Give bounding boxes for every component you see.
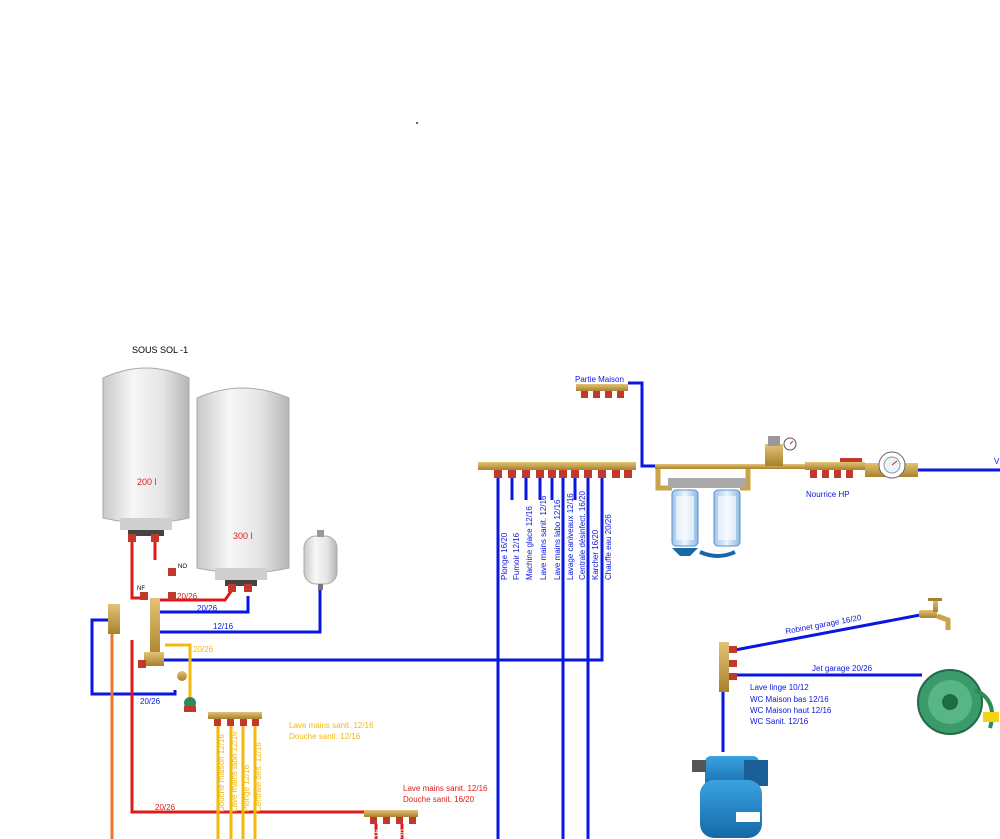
water-heater-200: 200 l [102, 367, 190, 536]
pipe-size-label: 20/26 [177, 592, 198, 601]
outlet-label: Chauffe eau 20/26 [604, 514, 613, 580]
mixing-manifold [108, 598, 196, 712]
pipe-size-label: 20/26 [197, 604, 218, 613]
garage-list-item: WC Sanit. 12/16 [750, 717, 809, 726]
tank-capacity-label: 300 l [233, 531, 253, 541]
yellow-note: Lave mains sanit. 12/16 [289, 721, 374, 730]
filter-assembly [655, 464, 805, 558]
red-outlet-label: 16 [373, 829, 382, 838]
red-outlet-label: 20 [399, 829, 408, 838]
blue-pipes [90, 381, 1000, 839]
yellow-pipes [165, 643, 257, 839]
outlet-label: Lave mains sanit. 12/16 [539, 495, 548, 580]
water-heater-300: 300 l [196, 387, 290, 586]
pump-icon [692, 756, 768, 838]
pipe-size-label: 20/26 [155, 803, 176, 812]
valve-label-no: NO [178, 564, 187, 570]
pipe-size-label: 12/16 [213, 622, 234, 631]
hose-reel-icon [917, 669, 999, 735]
yellow-manifold [208, 712, 262, 726]
garage-list-item: WC Maison haut 12/16 [750, 706, 832, 715]
high-pressure-manifold: Nourrice HP [805, 458, 865, 499]
main-manifold-labels: Plonge 16/20 Fumoir 12/16 Machine glace … [500, 491, 613, 580]
expansion-vessel [303, 530, 338, 590]
tank-capacity-label: 200 l [137, 477, 157, 487]
garage-jet-label: Jet garage 20/26 [812, 664, 873, 673]
yellow-outlet-label: Centrale des. 12/16 [254, 742, 263, 812]
pressure-reducer [765, 436, 797, 466]
outlet-label: Fumoir 12/16 [512, 532, 521, 580]
yellow-outlet-label: Lave mains labo 12/16 [230, 731, 239, 812]
yellow-outlet-label: Douche maison 12/16 [217, 734, 226, 812]
red-manifold [364, 810, 418, 824]
valve-label-nf: NF [137, 586, 145, 592]
yellow-outlet-label: Plonge 12/16 [242, 764, 251, 812]
outlet-label: Centrale désinfect. 16/20 [578, 491, 587, 580]
red-pipes [130, 540, 368, 814]
garage-manifold [719, 642, 737, 692]
outlet-label: Lavage caniveaux 12/16 [566, 493, 575, 580]
red-note: Lave mains sanit. 12/16 [403, 784, 488, 793]
nourrice-label: Nourrice HP [806, 490, 850, 499]
tank-valves: NF NO [128, 534, 252, 600]
edge-label: V [994, 457, 1000, 466]
pipe-size-label: 20/26 [140, 697, 161, 706]
house-label: Partie Maison [575, 375, 624, 384]
yellow-note: Douche sanit. 12/16 [289, 732, 361, 741]
main-manifold [478, 462, 636, 478]
house-manifold: Partie Maison [575, 375, 628, 398]
outlet-label: Machine glace 12/16 [525, 506, 534, 580]
red-note: Douche sanit. 16/20 [403, 795, 475, 804]
floor-title: SOUS SOL -1 [132, 345, 188, 355]
garage-list-item: WC Maison bas 12/16 [750, 695, 829, 704]
outlet-label: Karcher 16/20 [591, 529, 600, 580]
garage-list-item: Lave linge 10/12 [750, 683, 809, 692]
water-meter [865, 451, 918, 479]
outlet-label: Lave mains labo 12/16 [553, 499, 562, 580]
outlet-label: Plonge 16/20 [500, 532, 509, 580]
garden-tap-icon [919, 598, 951, 630]
pipe-size-label: 20/26 [193, 645, 214, 654]
orange-pipe [110, 628, 120, 839]
